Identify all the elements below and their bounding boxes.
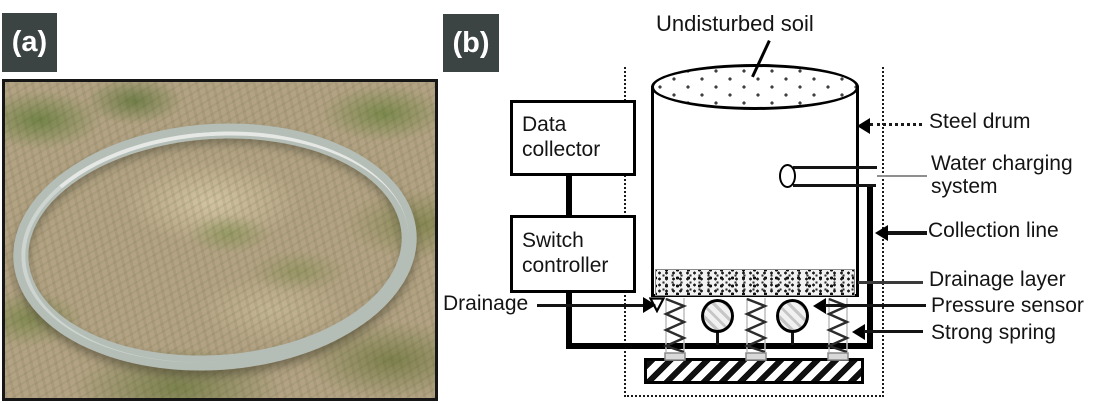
water-pipe-top [793, 166, 877, 169]
drainage-layer-label: Drainage layer [929, 268, 1066, 291]
field-ring-photo [2, 79, 438, 401]
strong-spring-label: Strong spring [931, 321, 1056, 344]
collection-line-tube [867, 186, 873, 346]
switch-down-wire [566, 285, 572, 345]
drainage-layer-band [655, 269, 855, 296]
undisturbed-soil-label: Undisturbed soil [656, 11, 814, 36]
base-plate [644, 358, 864, 384]
water-charging-leader-line [877, 175, 927, 177]
spring-icon [744, 297, 768, 361]
strong-spring-arrowhead-icon [852, 324, 865, 340]
panel-a-tag: (a) [2, 13, 57, 72]
data-collector-box: Data collector [510, 100, 636, 176]
pressure-sensor-icon [701, 299, 734, 333]
drainage-layer-leader-line [858, 281, 923, 284]
spring-icon [826, 297, 850, 361]
steel-drum-leader-line [870, 123, 922, 126]
sensor-stem [791, 331, 794, 345]
drainage-label: Drainage [443, 292, 529, 315]
drainage-arrowhead-icon [643, 297, 656, 313]
pressure-sensor-arrowhead-icon [813, 298, 826, 314]
drainage-leader-line [537, 304, 644, 307]
data-collector-label: Data collector [522, 113, 601, 161]
collector-to-switch-wire [566, 168, 572, 216]
collection-line-arrowhead-icon [875, 225, 888, 241]
water-pipe-opening [779, 164, 796, 188]
steel-drum-label: Steel drum [929, 110, 1031, 133]
soil-texture [5, 82, 435, 398]
switch-controller-box: Switch controller [510, 215, 636, 293]
pressure-sensor-label: Pressure sensor [931, 294, 1084, 317]
collection-line-leader-line [888, 231, 927, 235]
water-charging-label: Water charging system [931, 152, 1073, 198]
pressure-sensor-leader-line [825, 304, 926, 307]
water-pipe-bottom [793, 184, 876, 187]
spring-icon [663, 297, 687, 361]
steel-drum-body [651, 86, 859, 297]
switch-controller-label: Switch controller [522, 229, 609, 277]
sensor-stem [716, 331, 719, 345]
strong-spring-leader-line [864, 330, 923, 333]
steel-drum-arrowhead-icon [857, 118, 870, 134]
bottom-collection-tube [566, 343, 873, 349]
panel-b-tag: (b) [443, 14, 499, 72]
collection-line-label: Collection line [928, 219, 1059, 242]
pressure-sensor-icon [776, 299, 809, 333]
